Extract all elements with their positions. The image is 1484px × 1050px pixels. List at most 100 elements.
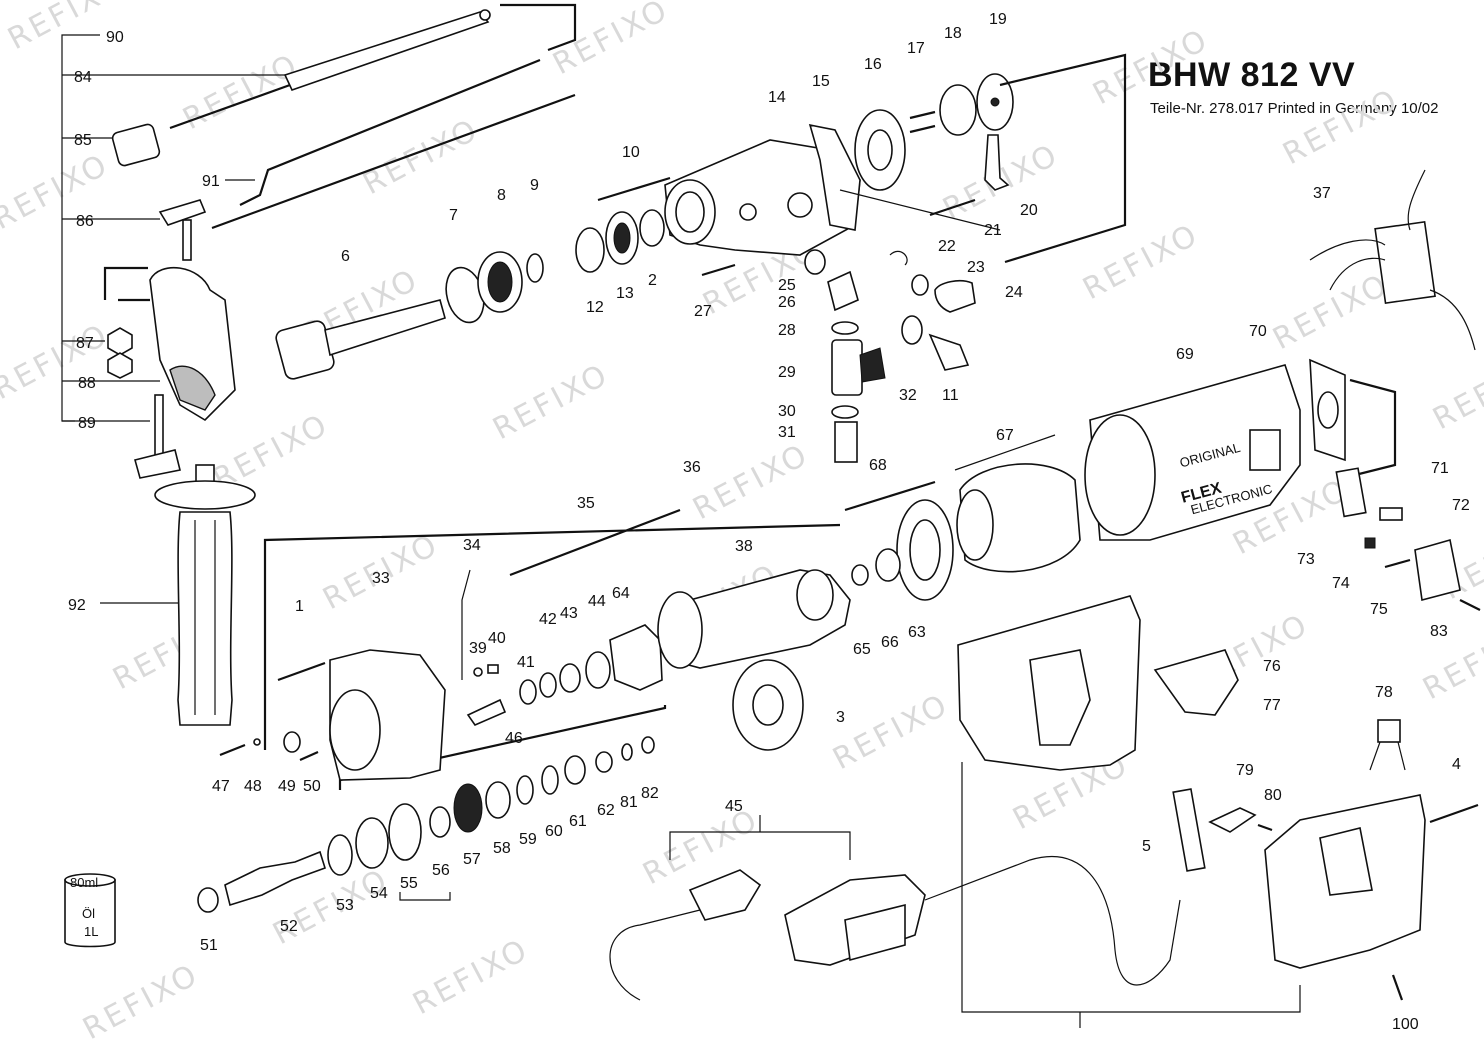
callout-59-86: 59 [519, 831, 537, 848]
callout-15-15: 15 [812, 73, 830, 90]
callout-26-26: 26 [778, 294, 796, 311]
callout-56-83: 56 [432, 862, 450, 879]
callout-47-74: 47 [212, 778, 230, 795]
callout-81-90: 81 [620, 794, 638, 811]
callout-14-14: 14 [768, 89, 786, 106]
callout-8-11: 8 [497, 187, 506, 204]
callout-72-42: 72 [1452, 497, 1470, 514]
callout-44-59: 44 [588, 593, 606, 610]
callout-42-57: 42 [539, 611, 557, 628]
callout-55-82: 55 [400, 875, 418, 892]
callout-37-47: 37 [1313, 185, 1331, 202]
callout-7-12: 7 [449, 207, 458, 224]
callout-51-78: 51 [200, 937, 218, 954]
motor-housing: FLEX ELECTRONIC ORIGINAL [844, 169, 1481, 611]
callout-6-13: 6 [341, 248, 350, 265]
callout-10-9: 10 [622, 144, 640, 161]
callout-22-22: 22 [938, 238, 956, 255]
callout-numbers: 9084859186878889921098761415161718192021… [68, 11, 1470, 1033]
callout-21-21: 21 [984, 222, 1002, 239]
watermark-text-8: REFIXO [0, 147, 115, 237]
callout-39-54: 39 [469, 640, 487, 657]
callout-38-53: 38 [735, 538, 753, 555]
callout-17-17: 17 [907, 40, 925, 57]
callout-60-87: 60 [545, 823, 563, 840]
callout-23-23: 23 [967, 259, 985, 276]
callout-41-56: 41 [517, 654, 535, 671]
callout-80-69: 80 [1264, 787, 1282, 804]
callout-48-75: 48 [244, 778, 262, 795]
callout-66-62: 66 [881, 634, 899, 651]
gear-housing-upper [275, 53, 1127, 463]
watermark-text-7: REFIXO [1077, 217, 1205, 307]
callout-62-89: 62 [597, 802, 615, 819]
callout-57-84: 57 [463, 851, 481, 868]
callout-85-2: 85 [74, 132, 92, 149]
callout-70-40: 70 [1249, 323, 1267, 340]
callout-82-91: 82 [641, 785, 659, 802]
callout-16-16: 16 [864, 56, 882, 73]
callout-90-0: 90 [106, 29, 124, 46]
callout-65-61: 65 [853, 641, 871, 658]
watermark-text-28: REFIXO [77, 957, 205, 1047]
oil-line2: 1L [84, 924, 98, 939]
callout-5-71: 5 [1142, 838, 1151, 855]
callout-71-41: 71 [1431, 460, 1449, 477]
callout-58-85: 58 [493, 840, 511, 857]
callout-12-34: 12 [586, 299, 604, 316]
watermark-text-23: REFIXO [1417, 617, 1484, 707]
callout-89-7: 89 [78, 415, 96, 432]
part-number-note: Teile-Nr. 278.017 Printed in Germany 10/… [1150, 100, 1439, 117]
callout-69-39: 69 [1176, 346, 1194, 363]
callout-19-19: 19 [989, 11, 1007, 28]
callout-25-25: 25 [778, 277, 796, 294]
callout-27-27: 27 [694, 303, 712, 320]
callout-29-29: 29 [778, 364, 796, 381]
callout-2-36: 2 [648, 272, 657, 289]
armature-assembly [197, 508, 901, 913]
callout-11-33: 11 [942, 387, 959, 404]
callout-79-68: 79 [1236, 762, 1254, 779]
callout-9-10: 9 [530, 177, 539, 194]
callout-68-38: 68 [869, 457, 887, 474]
callout-54-81: 54 [370, 885, 388, 902]
watermark-text-11: REFIXO [1267, 267, 1395, 357]
callout-77-66: 77 [1263, 697, 1281, 714]
watermark-text-16: REFIXO [687, 437, 815, 527]
callout-91-3: 91 [202, 173, 220, 190]
oil-volume: 80ml [70, 875, 98, 890]
callout-83-46: 83 [1430, 623, 1448, 640]
callout-31-31: 31 [778, 424, 796, 441]
callout-61-88: 61 [569, 813, 587, 830]
callout-73-43: 73 [1297, 551, 1315, 568]
watermark-text-2: REFIXO [1087, 22, 1215, 112]
callout-74-44: 74 [1332, 575, 1350, 592]
callout-63-63: 63 [908, 624, 926, 641]
callout-4-70: 4 [1452, 756, 1461, 773]
callout-28-28: 28 [778, 322, 796, 339]
callout-52-79: 52 [280, 918, 298, 935]
callout-36-48: 36 [683, 459, 701, 476]
callout-84-1: 84 [74, 69, 92, 86]
callout-88-6: 88 [78, 375, 96, 392]
callout-76-65: 76 [1263, 658, 1281, 675]
callout-75-45: 75 [1370, 601, 1388, 618]
callout-67-37: 67 [996, 427, 1014, 444]
oil-line1: Öl [82, 906, 95, 921]
callout-46-73: 46 [505, 730, 523, 747]
callout-87-5: 87 [76, 335, 94, 352]
watermark-text-1: REFIXO [547, 0, 675, 82]
watermark-text-3: REFIXO [177, 47, 305, 137]
callout-24-24: 24 [1005, 284, 1023, 301]
callout-49-76: 49 [278, 778, 296, 795]
callout-78-67: 78 [1375, 684, 1393, 701]
callout-32-32: 32 [899, 387, 917, 404]
side-handle-assembly [61, 3, 577, 726]
callout-20-20: 20 [1020, 202, 1038, 219]
callout-50-77: 50 [303, 778, 321, 795]
callout-53-80: 53 [336, 897, 354, 914]
callout-40-55: 40 [488, 630, 506, 647]
watermark-text-22: REFIXO [827, 687, 955, 777]
callout-30-30: 30 [778, 403, 796, 420]
watermark-text-13: REFIXO [487, 357, 615, 447]
